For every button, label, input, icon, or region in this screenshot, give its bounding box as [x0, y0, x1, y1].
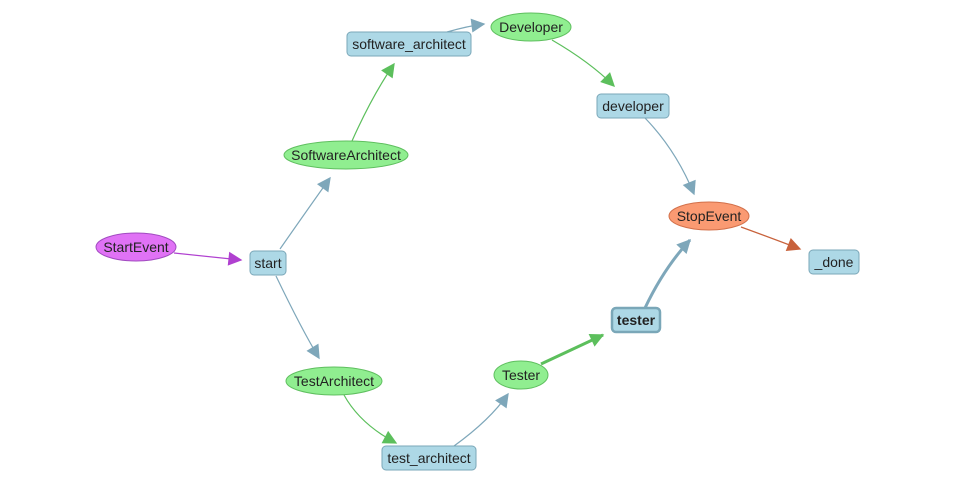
node-start[interactable]: start [249, 250, 287, 276]
node-shape [610, 306, 662, 334]
node-label: tester [617, 312, 656, 328]
edge-start-to-software-architect-evt [279, 176, 331, 250]
node-software-architect-evt[interactable]: SoftwareArchitect [283, 140, 409, 170]
node-test-architect-evt[interactable]: TestArchitect [285, 366, 383, 396]
node-shape [249, 250, 287, 276]
node-label: StartEvent [103, 239, 168, 255]
node-software-architect[interactable]: software_architect [346, 31, 472, 57]
node-tester[interactable]: tester [610, 306, 662, 334]
edge-tester-evt-to-tester [540, 333, 605, 366]
node-start-event[interactable]: StartEvent [95, 232, 177, 262]
node-shape [95, 232, 177, 262]
node-label: developer [602, 98, 664, 114]
edge-developer-evt-to-developer [551, 39, 615, 87]
node-developer-evt[interactable]: Developer [490, 12, 572, 42]
node-shape [283, 140, 409, 170]
node-shape [490, 12, 572, 42]
edge-developer-to-stop-event [644, 117, 696, 196]
node-stop-event[interactable]: StopEvent [668, 201, 750, 231]
edge-software-architect-evt-to-software-architect [351, 62, 395, 142]
node-shape [668, 201, 750, 231]
node-shape [808, 249, 860, 275]
node-label: TestArchitect [294, 373, 374, 389]
edge-test-architect-to-tester-evt [453, 392, 509, 447]
node-label: Developer [499, 19, 563, 35]
node-tester-evt[interactable]: Tester [493, 360, 549, 390]
edge-test-architect-evt-to-test-architect [343, 394, 398, 444]
node-done[interactable]: _done [808, 249, 860, 275]
node-test-architect[interactable]: test_architect [381, 445, 477, 471]
edge-tester-to-stop-event [643, 238, 692, 309]
node-label: start [254, 255, 281, 271]
edge-start-event-to-start [173, 251, 243, 266]
node-label: software_architect [352, 36, 466, 52]
node-shape [285, 366, 383, 396]
edge-stop-event-to-done [740, 226, 802, 252]
node-label: StopEvent [677, 208, 742, 224]
edge-start-to-test-architect-evt [275, 275, 320, 360]
node-shape [346, 31, 472, 57]
edge-software-architect-to-developer-evt [446, 18, 486, 33]
node-label: test_architect [387, 450, 470, 466]
node-label: SoftwareArchitect [291, 147, 401, 163]
node-shape [381, 445, 477, 471]
node-developer[interactable]: developer [596, 93, 670, 119]
node-shape [596, 93, 670, 119]
edges-layer [173, 18, 802, 447]
nodes-layer: StartEvent start SoftwareArchitect software… [95, 12, 860, 471]
node-shape [493, 360, 549, 390]
node-label: _done [814, 254, 854, 270]
node-label: Tester [502, 367, 540, 383]
